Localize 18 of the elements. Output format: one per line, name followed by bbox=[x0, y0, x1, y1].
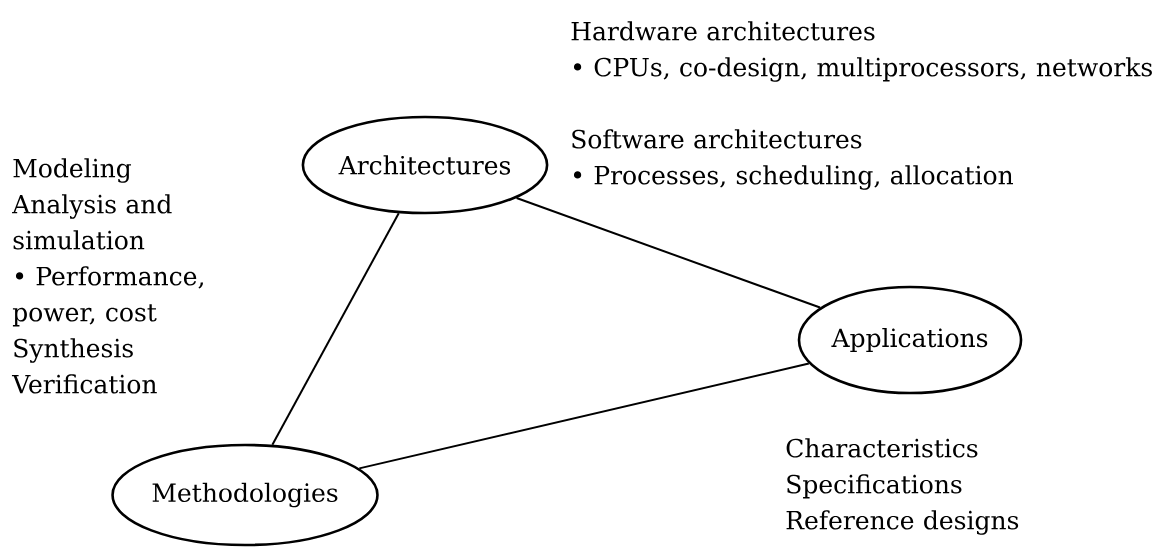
annotation-text: • Processes, scheduling, allocation bbox=[573, 165, 1013, 190]
annotation-text: Verification bbox=[11, 374, 157, 394]
connector-line bbox=[358, 362, 810, 470]
annotation-text: Software architectures bbox=[572, 129, 862, 149]
connector-line bbox=[515, 197, 821, 309]
annotation-text: Specifications bbox=[787, 474, 962, 499]
annotation-text: Modeling bbox=[13, 158, 132, 183]
ellipse-node: Architectures bbox=[301, 115, 549, 215]
annotation-text: • Performance, power, cost bbox=[12, 266, 204, 327]
annotation-text: • CPUs, co-design, multiprocessors, networks bbox=[573, 57, 1152, 82]
annotation-text: Characteristics bbox=[786, 438, 978, 458]
ellipse-node: Methodologies bbox=[111, 443, 379, 547]
connector-line bbox=[271, 212, 400, 446]
annotation-text: Hardware architectures bbox=[571, 21, 875, 41]
annotation-text: Synthesis bbox=[14, 338, 133, 363]
annotation-text: Analysis and simulation bbox=[12, 194, 172, 250]
annotation-text: Reference designs bbox=[786, 510, 1019, 535]
ellipse-node: Applications bbox=[797, 285, 1023, 395]
